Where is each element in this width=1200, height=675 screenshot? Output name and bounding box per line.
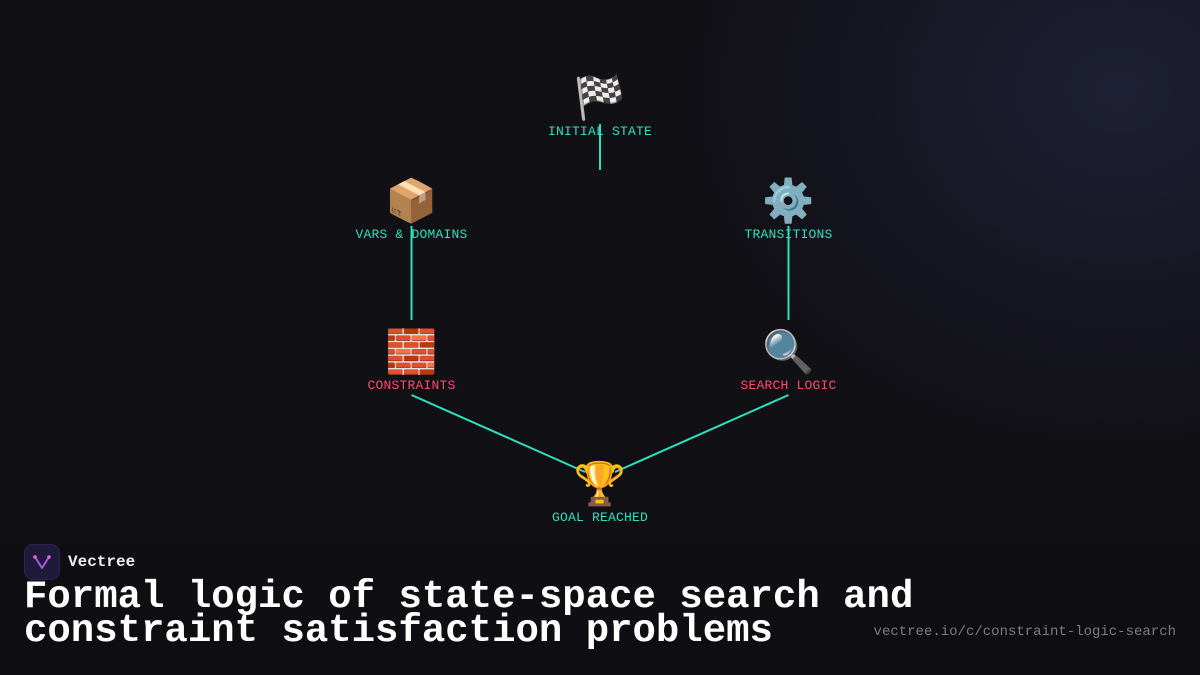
node-initial-state: 🏁 INITIAL STATE — [490, 72, 710, 139]
vectree-logo-icon — [24, 544, 60, 580]
node-search-logic: 🔍 SEARCH LOGIC — [679, 326, 899, 393]
node-label: CONSTRAINTS — [367, 378, 456, 393]
node-label: VARS & DOMAINS — [355, 227, 468, 242]
node-label: SEARCH LOGIC — [740, 378, 837, 393]
edge-search-goal — [614, 394, 789, 473]
brand: Vectree — [24, 544, 135, 580]
node-vars-domains: 📦 VARS & DOMAINS — [302, 175, 522, 242]
edge-constraints-goal — [411, 394, 586, 473]
package-icon: 📦 — [385, 176, 438, 225]
magnifier-icon: 🔍 — [762, 327, 815, 376]
checkered-flag-icon: 🏁 — [573, 73, 627, 122]
trophy-icon: 🏆 — [573, 459, 627, 508]
brand-name: Vectree — [68, 553, 136, 571]
node-label: TRANSITIONS — [744, 227, 833, 242]
brick-wall-icon: 🧱 — [385, 327, 438, 376]
node-constraints: 🧱 CONSTRAINTS — [302, 326, 522, 393]
title-line-2: constraint satisfaction problems — [24, 609, 773, 653]
title-line-1: Formal logic of state-space search and — [24, 575, 914, 619]
node-transitions: ⚙️ TRANSITIONS — [679, 175, 899, 242]
gear-icon: ⚙️ — [762, 176, 815, 225]
node-label: INITIAL STATE — [547, 124, 653, 139]
node-goal-reached: 🏆 GOAL REACHED — [490, 458, 710, 525]
node-label: GOAL REACHED — [551, 510, 648, 525]
page-url: vectree.io/c/constraint-logic-search — [873, 624, 1176, 640]
page-title: Formal logic of state-space search and c… — [24, 575, 924, 653]
